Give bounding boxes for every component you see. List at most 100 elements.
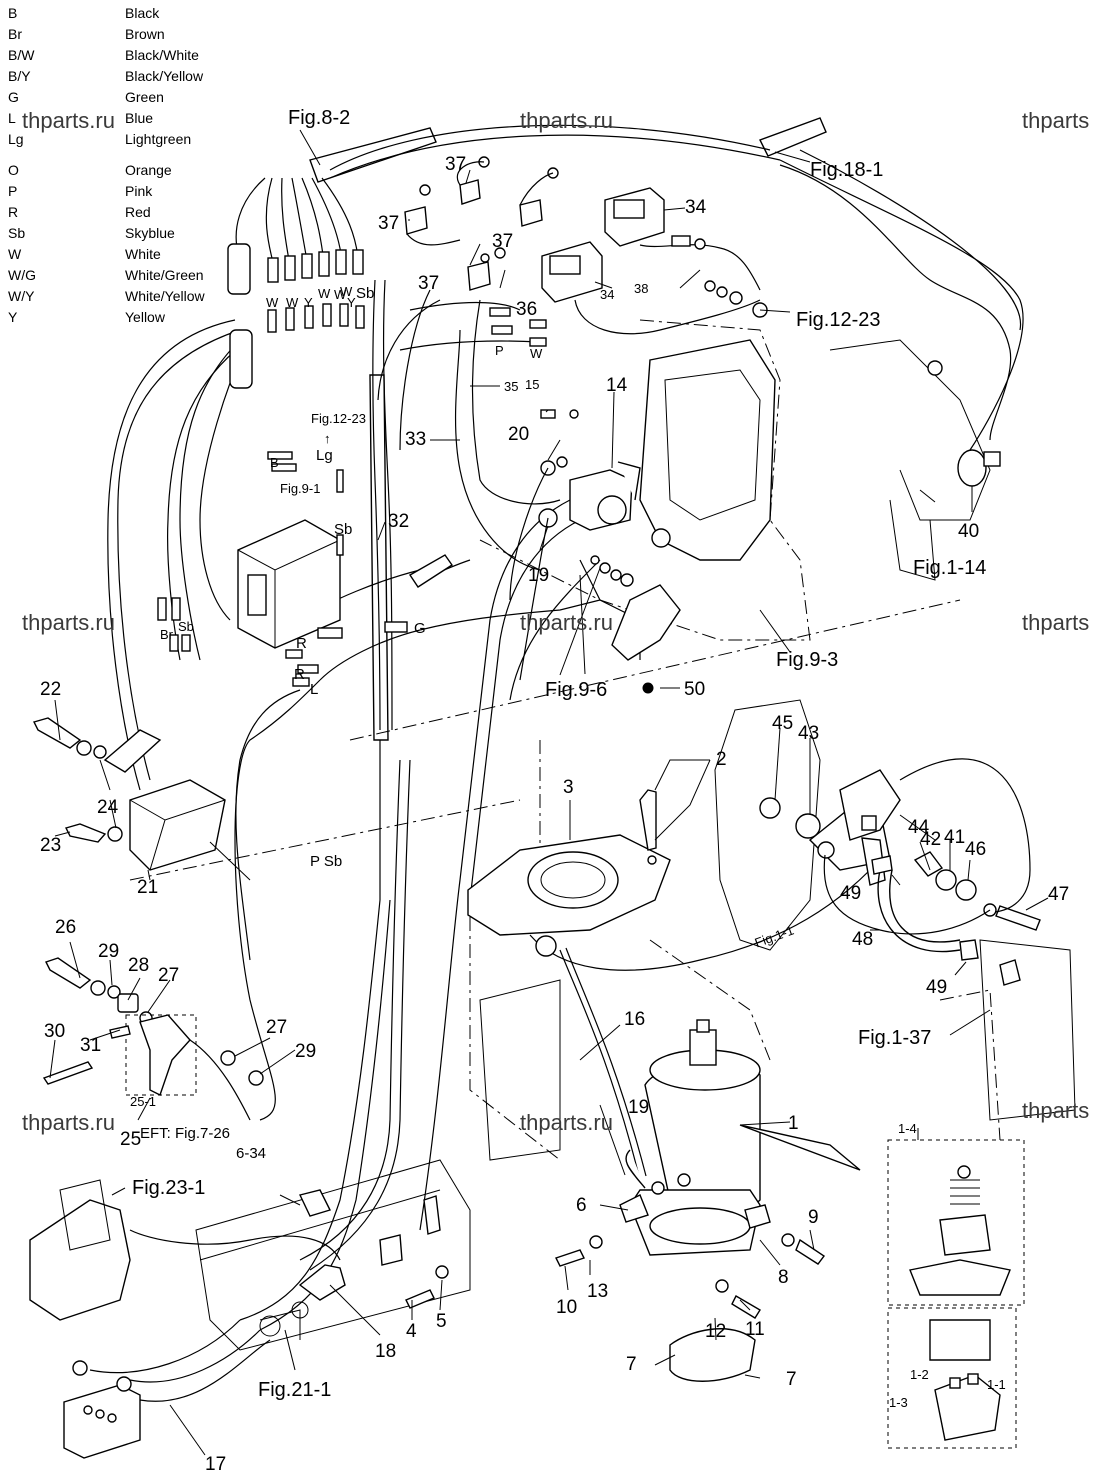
part-number: 18 [375,1341,397,1362]
legend-code: B/W [8,47,35,63]
part-number: 25-1 [130,1094,157,1109]
wire-tag: W [334,287,347,302]
legend-code: G [8,89,19,105]
legend-code: B [8,5,18,21]
main-harness [89,117,1024,1402]
wire-tag: W [530,346,543,361]
part-number: 36 [516,299,538,320]
wire-tag: Sb [356,285,375,302]
part-number: 44 [908,817,930,838]
up-arrow-icon: ↑ [324,431,331,446]
figure-ref: Fig.23-1 [132,1177,206,1199]
part-number: 48 [852,929,874,950]
figure-ref: 6-34 [236,1145,267,1162]
part-number: 3 [563,777,574,798]
part-number: 50 [684,679,706,700]
part-number: 40 [958,521,980,542]
part-number: 1-1 [987,1377,1006,1392]
part-number: 19 [528,565,550,586]
legend-color-name: White [125,246,161,262]
wire-tag: Y [304,295,313,310]
part-number: 49 [926,977,948,998]
figure-ref: Fig.12-23 [311,411,366,426]
part-number: 37 [418,273,440,294]
part-number: 38 [634,281,649,296]
part-number: 31 [80,1035,102,1056]
switch-25 [42,957,264,1121]
part-number: 43 [798,723,820,744]
legend-code: Br [8,26,22,42]
legend-color-name: Green [125,89,164,105]
harness-connectors [227,243,547,389]
part-number: 47 [1048,884,1070,905]
wire-tag: Sb [334,521,353,538]
rectifier-regulators [404,156,768,335]
figure-ref: Fig.8-2 [288,107,351,129]
part-number: 45 [772,713,794,734]
watermark: thparts [1022,1098,1090,1123]
part-number: 5 [436,1311,447,1332]
part-number: 6 [576,1195,587,1216]
part-number: 1-2 [910,1367,929,1382]
part-number: 14 [606,375,628,396]
wire-tag: W [318,286,331,301]
watermark: thparts [1022,610,1090,635]
part-number: 33 [405,429,427,450]
legend-color-name: Red [125,204,151,220]
figure-ref: Fig.9-3 [776,649,839,671]
rectifier-21 [32,717,226,871]
wire-tag: Br [160,627,173,642]
legend-row: Br Brown [8,24,238,45]
sensor-40 [927,360,1001,487]
part-number: 37 [378,213,400,234]
figure-ref: Fig.1-37 [858,1027,932,1049]
wire-tag: B [270,455,279,470]
part-number: 21 [137,877,159,898]
wire-tag: P [495,343,504,358]
part-number: 42 [920,829,942,850]
wire-tag: W [266,295,279,310]
part-number: 1 [788,1113,799,1134]
legend-color-name: Black [125,5,160,21]
part-number: 34 [685,197,707,218]
legend-color-name: Blue [125,110,154,126]
part-number: 46 [965,839,987,860]
legend-code: W/G [8,267,36,283]
watermark: thparts.ru [22,1110,115,1135]
starter-detail-boxes [887,1139,1025,1449]
part-number: 37 [492,231,514,252]
part-number: 26 [55,917,77,938]
legend-color-name: Pink [125,183,153,199]
wire-tag: R [294,666,305,683]
wire-tag: G [414,620,426,637]
figure-ref: Fig.18-1 [810,159,884,181]
wire-tag: Lg [316,447,333,464]
part-number: 28 [128,955,150,976]
part-number: 15 [525,377,540,392]
legend-row: R Red [8,202,238,223]
watermark: thparts.ru [22,610,115,635]
legend-row: B Black [8,3,238,24]
legend-color-name: Brown [125,26,165,42]
legend-code: R [8,204,19,220]
part-number: 49 [840,883,862,904]
part-number: 20 [508,424,530,445]
figure-ref: Fig.1-14 [913,557,987,579]
part-number: 7 [626,1354,637,1375]
figure-ref: EFT: Fig.7-26 [140,1125,231,1142]
part-number: 7 [786,1369,797,1390]
figure-ref: Fig.12-23 [796,309,881,331]
part-number: 8 [778,1267,789,1288]
part-number: 11 [745,1319,765,1340]
legend-color-name: White/Green [125,267,204,283]
wire-tag: Y [347,295,356,310]
